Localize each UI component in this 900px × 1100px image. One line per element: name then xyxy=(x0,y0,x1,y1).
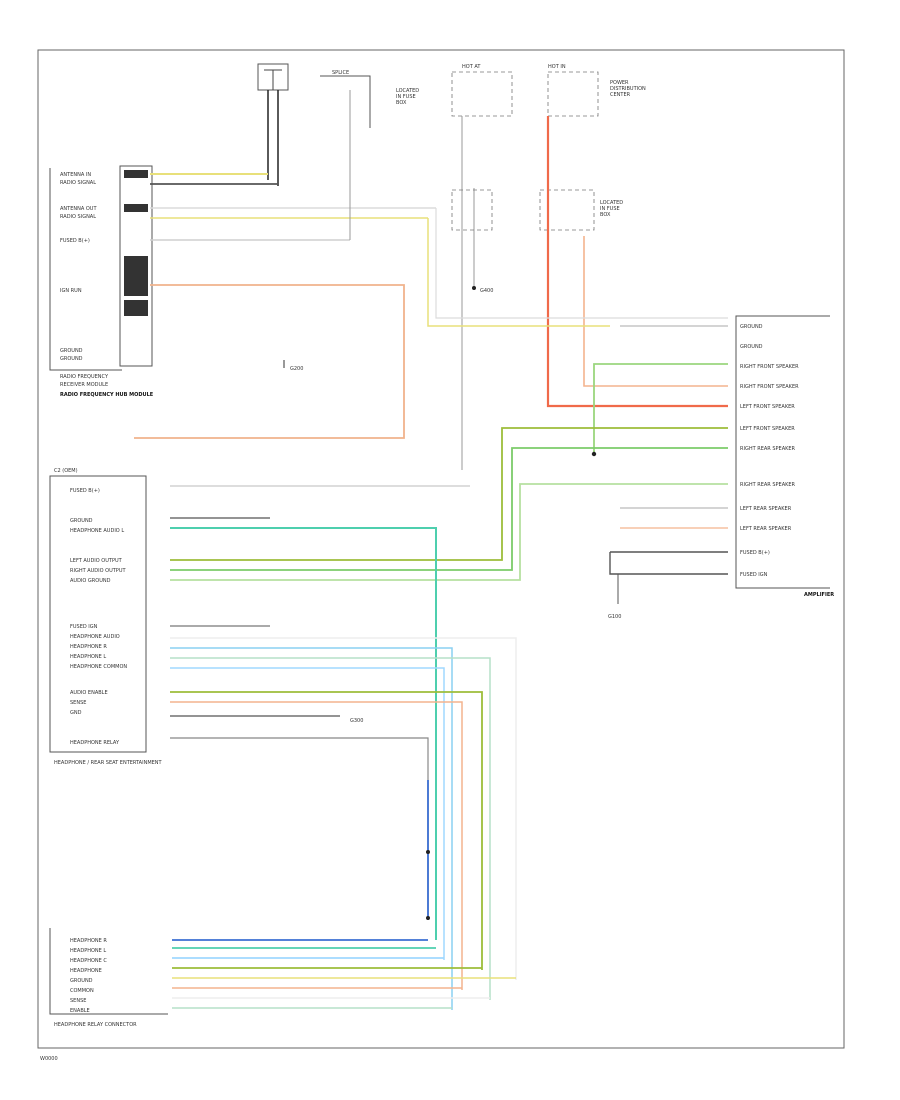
splices-vertical xyxy=(426,286,597,920)
svg-text:IN FUSE: IN FUSE xyxy=(396,94,416,100)
svg-text:ENABLE: ENABLE xyxy=(70,1008,90,1014)
ground-g1: G100 xyxy=(608,614,621,620)
svg-text:RECEIVER MODULE: RECEIVER MODULE xyxy=(60,382,108,388)
svg-text:BOX: BOX xyxy=(396,100,407,106)
antenna-symbol xyxy=(257,63,289,186)
amplifier-pin-label: RIGHT REAR SPEAKER xyxy=(740,482,796,488)
svg-text:HEADPHONE AUDIO L: HEADPHONE AUDIO L xyxy=(70,528,124,534)
amplifier-pin-label: FUSED B(+) xyxy=(740,550,770,556)
ground-g4: G400 xyxy=(480,288,493,294)
diagram-frame xyxy=(37,49,845,1049)
svg-text:HEADPHONE R: HEADPHONE R xyxy=(70,938,107,944)
svg-text:HOT IN: HOT IN xyxy=(548,64,566,70)
fuse-block-a: SPLICE LOCATED IN FUSE BOX xyxy=(320,70,419,240)
amplifier-pins: GROUND GROUND RIGHT FRONT SPEAKER RIGHT FRO… xyxy=(740,324,799,578)
svg-text:SENSE: SENSE xyxy=(70,998,86,1004)
svg-text:FUSED IGN: FUSED IGN xyxy=(70,624,98,630)
svg-text:HEADPHONE: HEADPHONE xyxy=(70,968,102,974)
svg-text:HEADPHONE COMMON: HEADPHONE COMMON xyxy=(70,664,127,670)
block-pins xyxy=(124,170,148,316)
svg-text:FUSED B(+): FUSED B(+) xyxy=(60,238,90,244)
amplifier-heading: AMPLIFIER xyxy=(804,592,834,598)
svg-text:RADIO SIGNAL: RADIO SIGNAL xyxy=(60,214,96,220)
wire-orange-amp xyxy=(583,236,728,387)
svg-text:HEADPHONE L: HEADPHONE L xyxy=(70,948,106,954)
center-wires-lower xyxy=(170,625,517,1010)
bottom-connector-label: HEADPHONE RELAY CONNECTOR xyxy=(54,1022,137,1028)
svg-text:FUSED B(+): FUSED B(+) xyxy=(70,488,100,494)
svg-text:HEADPHONE L: HEADPHONE L xyxy=(70,654,106,660)
svg-text:LOCATED: LOCATED xyxy=(396,88,419,94)
svg-text:ANTENNA OUT: ANTENNA OUT xyxy=(60,206,97,212)
svg-text:RIGHT AUDIO OUTPUT: RIGHT AUDIO OUTPUT xyxy=(70,568,126,574)
svg-text:GROUND: GROUND xyxy=(70,978,93,984)
fuse-block-c: LOCATED IN FUSE BOX xyxy=(451,189,623,231)
bottom-connector-pins: HEADPHONE R HEADPHONE L HEADPHONE C HEAD… xyxy=(70,938,107,1014)
amplifier-box: AMPLIFIER xyxy=(620,315,834,598)
amp-grounds: G100 xyxy=(608,507,728,620)
fuse-block-b: HOT AT HOT IN POWER DISTRIBUTION CENTER xyxy=(451,64,646,470)
wire-teal xyxy=(170,527,437,940)
svg-text:SPLICE: SPLICE xyxy=(332,70,349,76)
svg-text:LOCATED: LOCATED xyxy=(600,200,623,206)
svg-text:HEADPHONE R: HEADPHONE R xyxy=(70,644,107,650)
wire-orange-ign xyxy=(134,284,405,439)
svg-text:HEADPHONE RELAY: HEADPHONE RELAY xyxy=(70,740,120,746)
footer-code: W0000 xyxy=(40,1056,58,1062)
svg-text:IGN RUN: IGN RUN xyxy=(60,288,82,294)
svg-text:DISTRIBUTION: DISTRIBUTION xyxy=(610,86,646,92)
wire-red-batt xyxy=(546,116,728,408)
ground-symbol-2: G300 xyxy=(350,718,363,724)
amplifier-pin-label: LEFT FRONT SPEAKER xyxy=(740,404,795,410)
svg-text:COMMON: COMMON xyxy=(70,988,94,994)
center-module-pins: FUSED B(+) GROUND HEADPHONE AUDIO L LEFT… xyxy=(70,488,127,746)
ground-g3: G300 xyxy=(350,718,363,724)
amplifier-pin-label: GROUND xyxy=(740,344,763,350)
svg-text:HEADPHONE C: HEADPHONE C xyxy=(70,958,107,964)
svg-text:BOX: BOX xyxy=(600,212,611,218)
amplifier-pin-label: LEFT REAR SPEAKER xyxy=(740,506,792,512)
radio-module-outline xyxy=(49,165,153,371)
svg-text:LEFT AUDIO OUTPUT: LEFT AUDIO OUTPUT xyxy=(70,558,123,564)
bottom-wires xyxy=(172,939,516,1009)
svg-text:POWER: POWER xyxy=(610,80,629,86)
svg-text:AUDIO ENABLE: AUDIO ENABLE xyxy=(70,690,108,696)
wire-green-1 xyxy=(593,363,728,454)
amplifier-pin-label: LEFT FRONT SPEAKER xyxy=(740,426,795,432)
svg-text:GROUND: GROUND xyxy=(60,348,83,354)
center-module-label: HEADPHONE / REAR SEAT ENTERTAINMENT xyxy=(54,760,163,766)
top-left-module-pins: ANTENNA IN RADIO SIGNAL ANTENNA OUT RADI… xyxy=(60,172,109,388)
wire-green-2 xyxy=(170,447,728,571)
amplifier-pin-label: RIGHT FRONT SPEAKER xyxy=(740,364,799,370)
wire-olive-1 xyxy=(170,427,728,561)
svg-text:IN FUSE: IN FUSE xyxy=(600,206,620,212)
top-left-module-label: RADIO FREQUENCY HUB MODULE xyxy=(60,392,154,398)
svg-text:HEADPHONE AUDIO: HEADPHONE AUDIO xyxy=(70,634,120,640)
amplifier-pin-label: RIGHT REAR SPEAKER xyxy=(740,446,796,452)
ground-symbol-3: G400 xyxy=(480,288,493,294)
svg-text:RADIO SIGNAL: RADIO SIGNAL xyxy=(60,180,96,186)
svg-text:GROUND: GROUND xyxy=(70,518,93,524)
svg-text:AUDIO GROUND: AUDIO GROUND xyxy=(70,578,111,584)
module-c2: C2 (OEM) xyxy=(54,468,78,474)
wire-white-2 xyxy=(435,208,728,319)
ground-symbol-1: G200 xyxy=(283,360,303,372)
amplifier-pin-label: LEFT REAR SPEAKER xyxy=(740,526,792,532)
center-module: C2 (OEM) HEADPHONE / REAR SEAT ENTERTAIN… xyxy=(49,468,163,766)
amplifier-pin-label: GROUND xyxy=(740,324,763,330)
svg-text:CENTER: CENTER xyxy=(610,92,631,98)
svg-text:GND: GND xyxy=(70,710,82,716)
svg-text:ANTENNA IN: ANTENNA IN xyxy=(60,172,91,178)
bottom-connector: HEADPHONE RELAY CONNECTOR xyxy=(49,928,168,1028)
ground-g2: G200 xyxy=(290,366,303,372)
wire-yellow-3 xyxy=(427,218,610,327)
svg-text:HOT AT: HOT AT xyxy=(462,64,481,70)
svg-text:GROUND: GROUND xyxy=(60,356,83,362)
wire-lightgreen-3 xyxy=(170,483,728,581)
amplifier-pin-label: FUSED IGN xyxy=(740,572,768,578)
amplifier-pin-label: RIGHT FRONT SPEAKER xyxy=(740,384,799,390)
svg-text:RADIO FREQUENCY: RADIO FREQUENCY xyxy=(60,374,109,380)
svg-text:SENSE: SENSE xyxy=(70,700,86,706)
